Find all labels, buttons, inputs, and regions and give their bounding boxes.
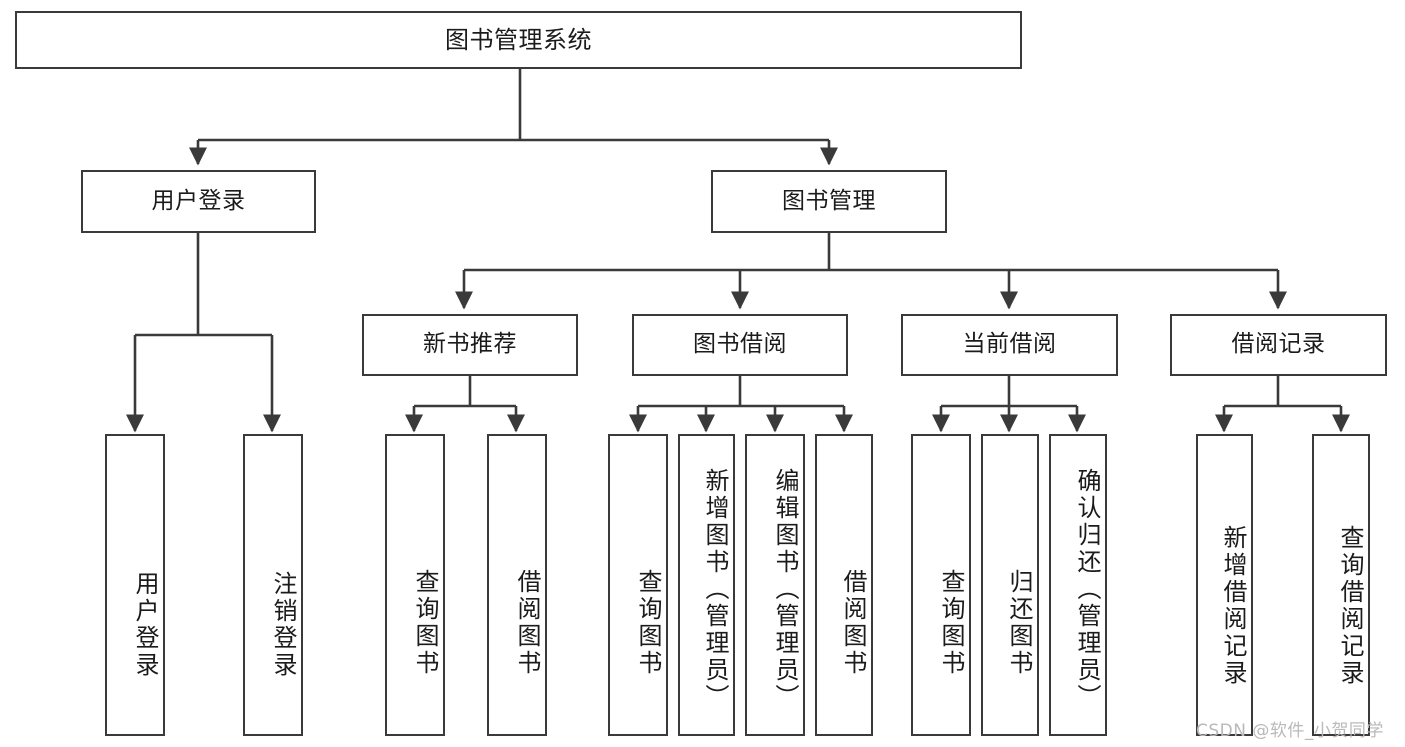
leaf-borrow-book-recommend[interactable]: 借阅图书 — [487, 434, 547, 736]
node-label: 借阅图书 — [839, 568, 867, 677]
leaf-query-book-borrow[interactable]: 查询图书 — [608, 434, 668, 736]
node-label: 新增借阅记录 — [1219, 525, 1247, 687]
leaf-query-book-current[interactable]: 查询图书 — [911, 434, 971, 736]
node-label: 查询借阅记录 — [1336, 525, 1364, 687]
node-label: 用户登录 — [151, 187, 246, 214]
node-label: 确认归还（管理员） — [1073, 467, 1101, 711]
node-label: 归还图书 — [1005, 568, 1033, 677]
node-label: 编辑图书（管理员） — [771, 467, 799, 711]
node-label: 注销登录 — [269, 571, 297, 679]
csdn-watermark: CSDN @软件_小贺同学 — [1196, 721, 1384, 741]
leaf-query-borrow-record[interactable]: 查询借阅记录 — [1312, 434, 1370, 736]
node-label: 查询图书 — [634, 568, 662, 677]
node-label: 查询图书 — [937, 568, 965, 677]
node-label: 图书管理 — [782, 187, 876, 214]
node-label: 借阅记录 — [1231, 331, 1326, 358]
node-label: 新书推荐 — [423, 331, 517, 358]
node-current-borrow[interactable]: 当前借阅 — [901, 314, 1118, 376]
node-book-manage[interactable]: 图书管理 — [711, 170, 947, 233]
node-label: 图书借阅 — [693, 331, 787, 358]
leaf-borrow-book[interactable]: 借阅图书 — [815, 434, 873, 736]
node-label: 当前借阅 — [962, 331, 1057, 358]
leaf-query-book-recommend[interactable]: 查询图书 — [385, 434, 445, 736]
node-label: 查询图书 — [411, 568, 439, 677]
leaf-return-book[interactable]: 归还图书 — [981, 434, 1039, 736]
node-user-login[interactable]: 用户登录 — [81, 170, 316, 233]
node-borrow-record[interactable]: 借阅记录 — [1170, 314, 1387, 376]
node-label: 图书管理系统 — [445, 25, 592, 54]
node-book-borrow[interactable]: 图书借阅 — [632, 314, 848, 376]
leaf-user-logout[interactable]: 注销登录 — [243, 434, 303, 736]
node-label: 借阅图书 — [513, 568, 541, 677]
leaf-add-borrow-record[interactable]: 新增借阅记录 — [1196, 434, 1253, 736]
node-label: 用户登录 — [131, 571, 159, 679]
leaf-add-book-admin[interactable]: 新增图书（管理员） — [678, 434, 735, 736]
node-root-system[interactable]: 图书管理系统 — [15, 11, 1022, 69]
leaf-edit-book-admin[interactable]: 编辑图书（管理员） — [745, 434, 805, 736]
leaf-confirm-return-admin[interactable]: 确认归还（管理员） — [1049, 434, 1107, 736]
leaf-user-login[interactable]: 用户登录 — [105, 434, 165, 736]
node-label: 新增图书（管理员） — [701, 467, 729, 711]
node-new-book-recommend[interactable]: 新书推荐 — [362, 314, 578, 376]
